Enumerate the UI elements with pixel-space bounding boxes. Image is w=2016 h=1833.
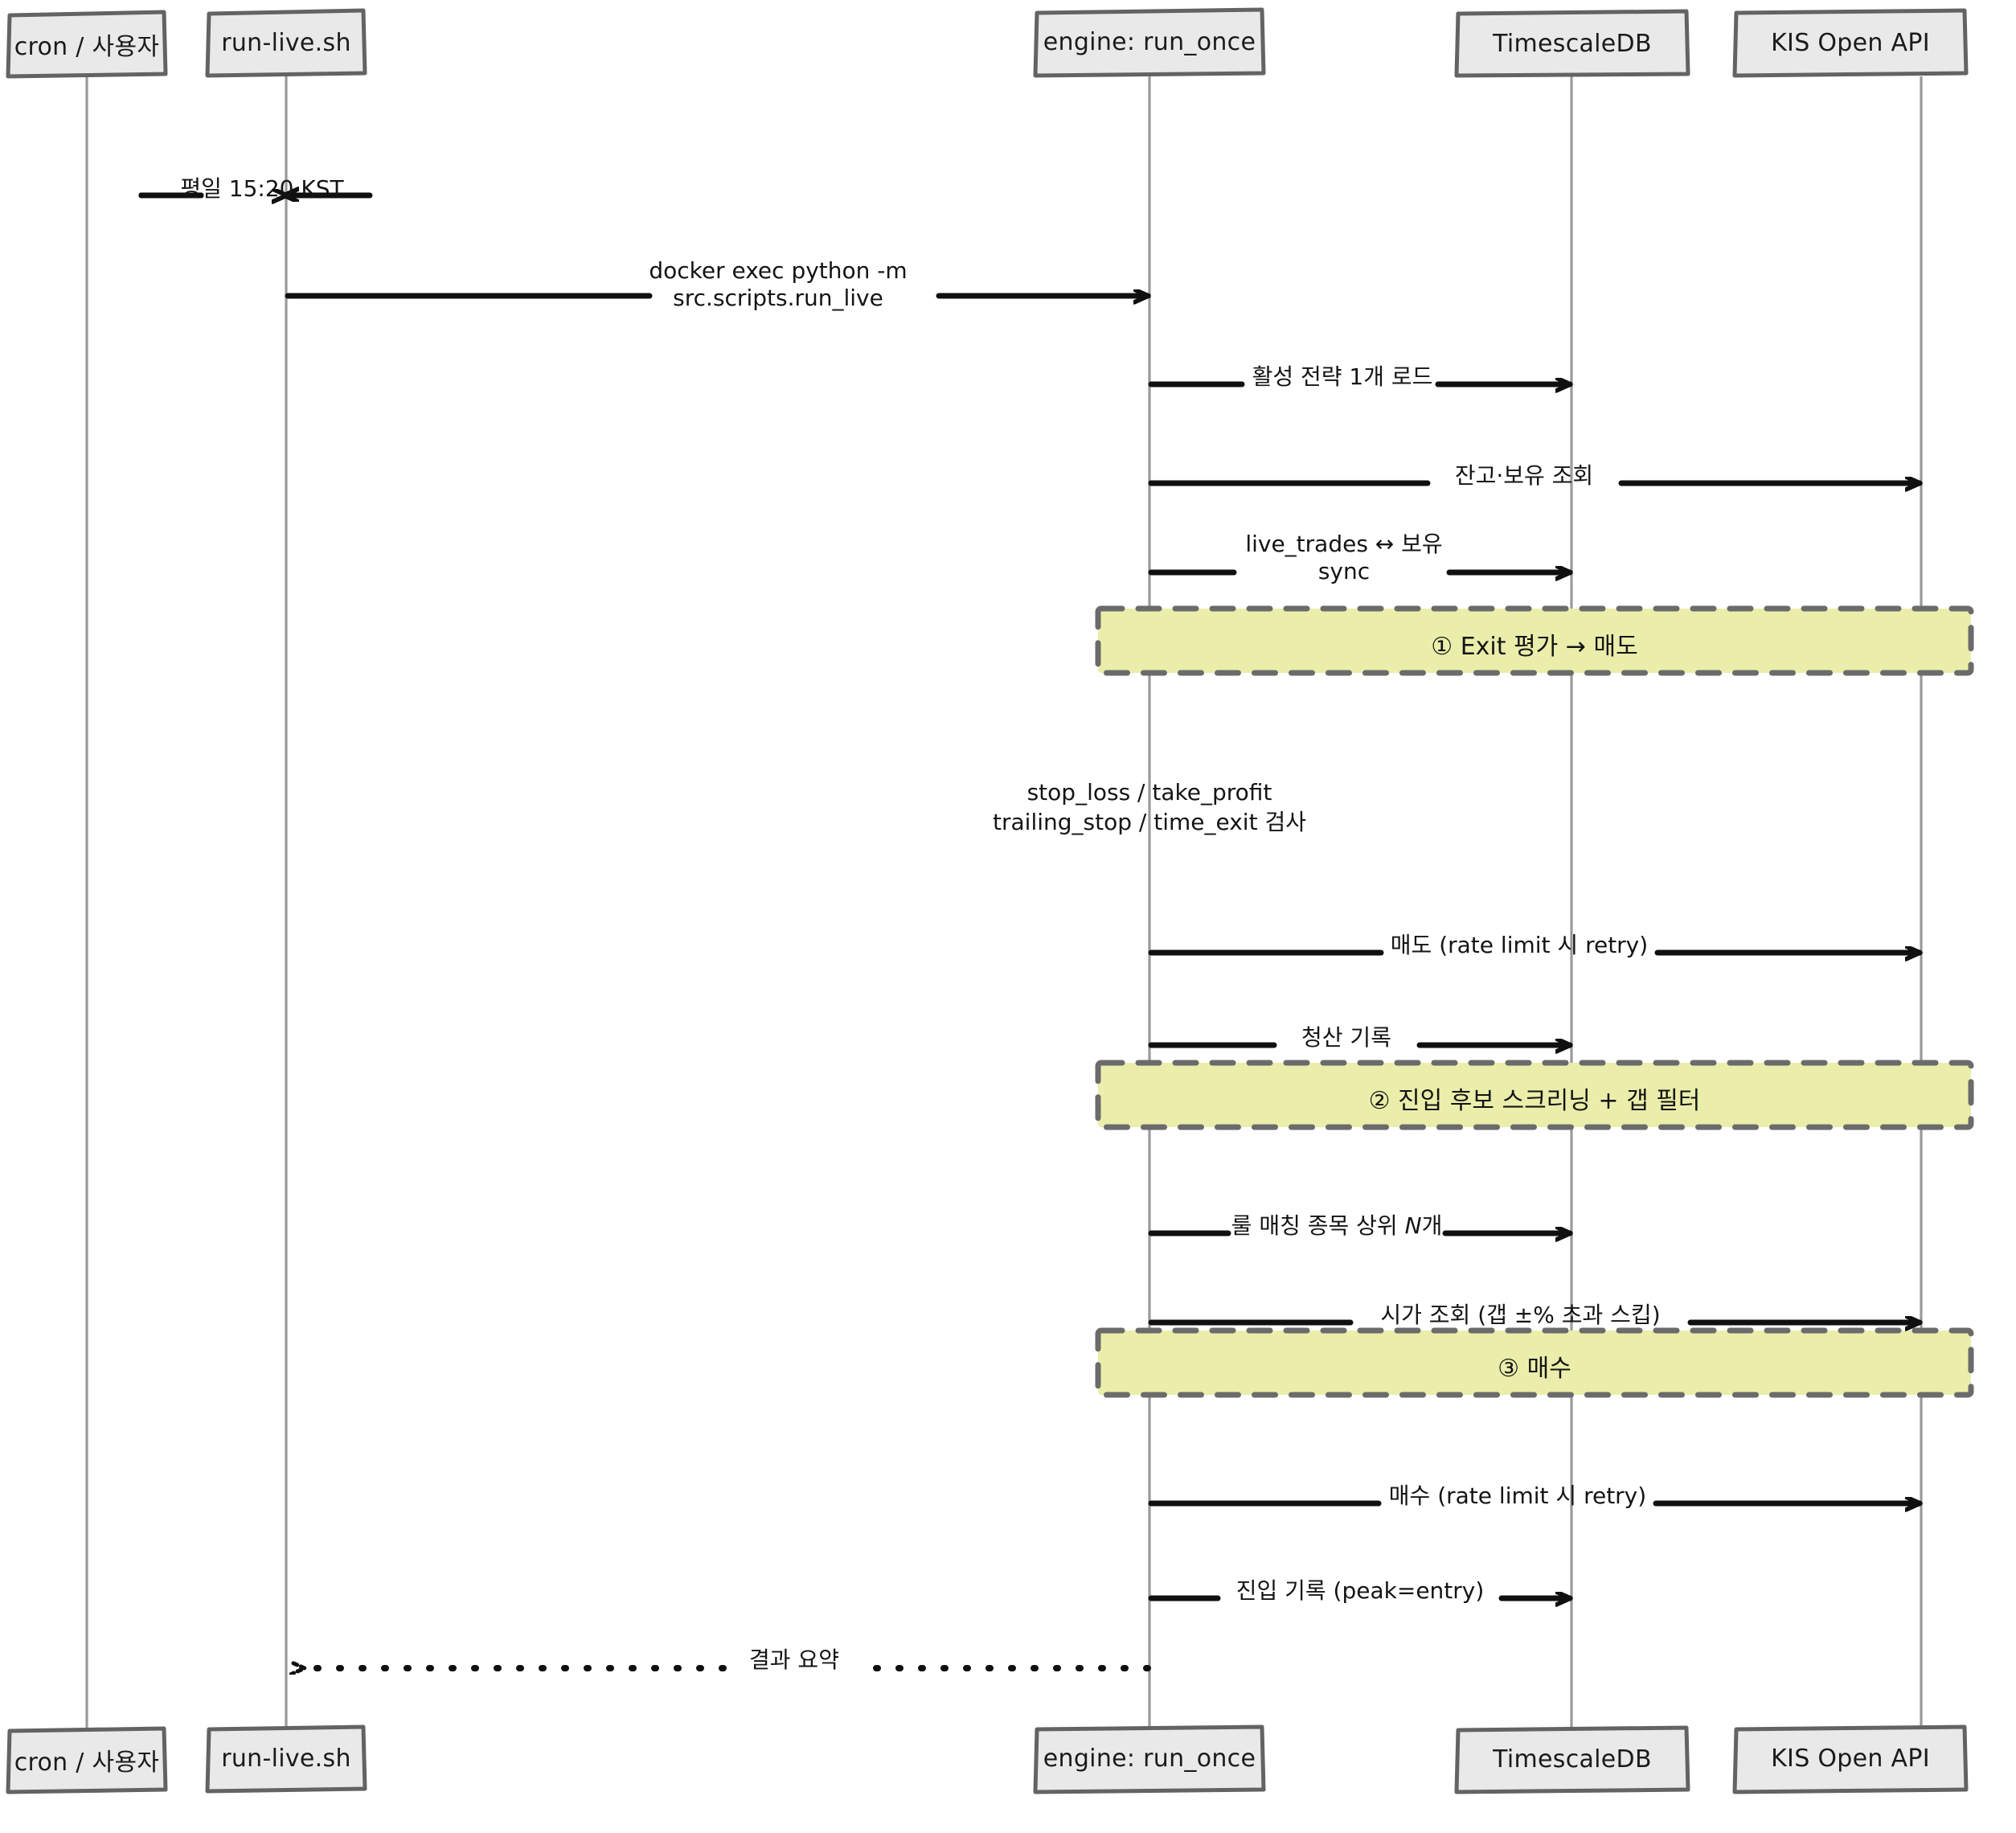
message-text: 진입 기록 (peak=entry) [1235,1577,1485,1604]
actor-boxes-bottom [6,1724,1969,1794]
note-label-2: ② 진입 후보 스크리닝 + 갭 필터 [1098,1081,1971,1116]
self-note-text: stop_loss / take_profit trailing_stop / … [993,779,1306,835]
note-text: ① Exit 평가 → 매도 [1431,633,1638,661]
message-label-11: 진입 기록 (peak=entry) [1191,1577,1529,1605]
message-label-4: 잔고·보유 조회 [1403,462,1645,490]
message-label-3: 활성 전략 1개 로드 [1206,363,1479,391]
message-text: 평일 15:20 KST [180,175,344,202]
message-text: 룰 매칭 종목 상위 N개 [1231,1212,1443,1239]
message-label-7: 청산 기록 [1250,1024,1443,1052]
message-text: 청산 기록 [1301,1024,1391,1051]
note-text: ② 진입 후보 스크리닝 + 갭 필터 [1368,1087,1701,1115]
message-text: 잔고·보유 조회 [1454,462,1594,489]
message-label-2: docker exec python -m src.scripts.run_li… [601,257,955,312]
message-text: 활성 전략 1개 로드 [1252,363,1433,390]
note-text: ③ 매수 [1498,1355,1571,1383]
message-label-6: 매도 (rate limit 시 retry) [1350,932,1688,959]
message-text: 매도 (rate limit 시 retry) [1390,932,1649,958]
message-text: 매수 (rate limit 시 retry) [1388,1482,1647,1509]
message-label-12: 결과 요약 [722,1646,867,1674]
message-label-5: live_trades ↔ 보유 sync [1215,531,1473,585]
message-text: 시가 조회 (갭 ±% 초과 스킵) [1380,1302,1661,1328]
message-text: docker exec python -m src.scripts.run_li… [649,257,908,312]
message-label-1: 평일 15:20 KST [141,175,383,203]
note-boxes [1095,605,1974,1398]
note-label-3: ③ 매수 [1098,1348,1971,1384]
message-text: live_trades ↔ 보유 sync [1245,531,1443,585]
lifelines [85,76,1923,1730]
self-note-exit-rules: stop_loss / take_profit trailing_stop / … [908,778,1391,838]
message-label-9: 시가 조회 (갭 ±% 초과 스킵) [1318,1302,1723,1329]
note-label-1: ① Exit 평가 → 매도 [1098,626,1971,662]
message-text: 결과 요약 [749,1646,839,1673]
message-label-8: 룰 매칭 종목 상위 N개 [1200,1212,1473,1240]
message-label-10: 매수 (rate limit 시 retry) [1349,1482,1686,1510]
actor-boxes-top [6,7,1969,79]
